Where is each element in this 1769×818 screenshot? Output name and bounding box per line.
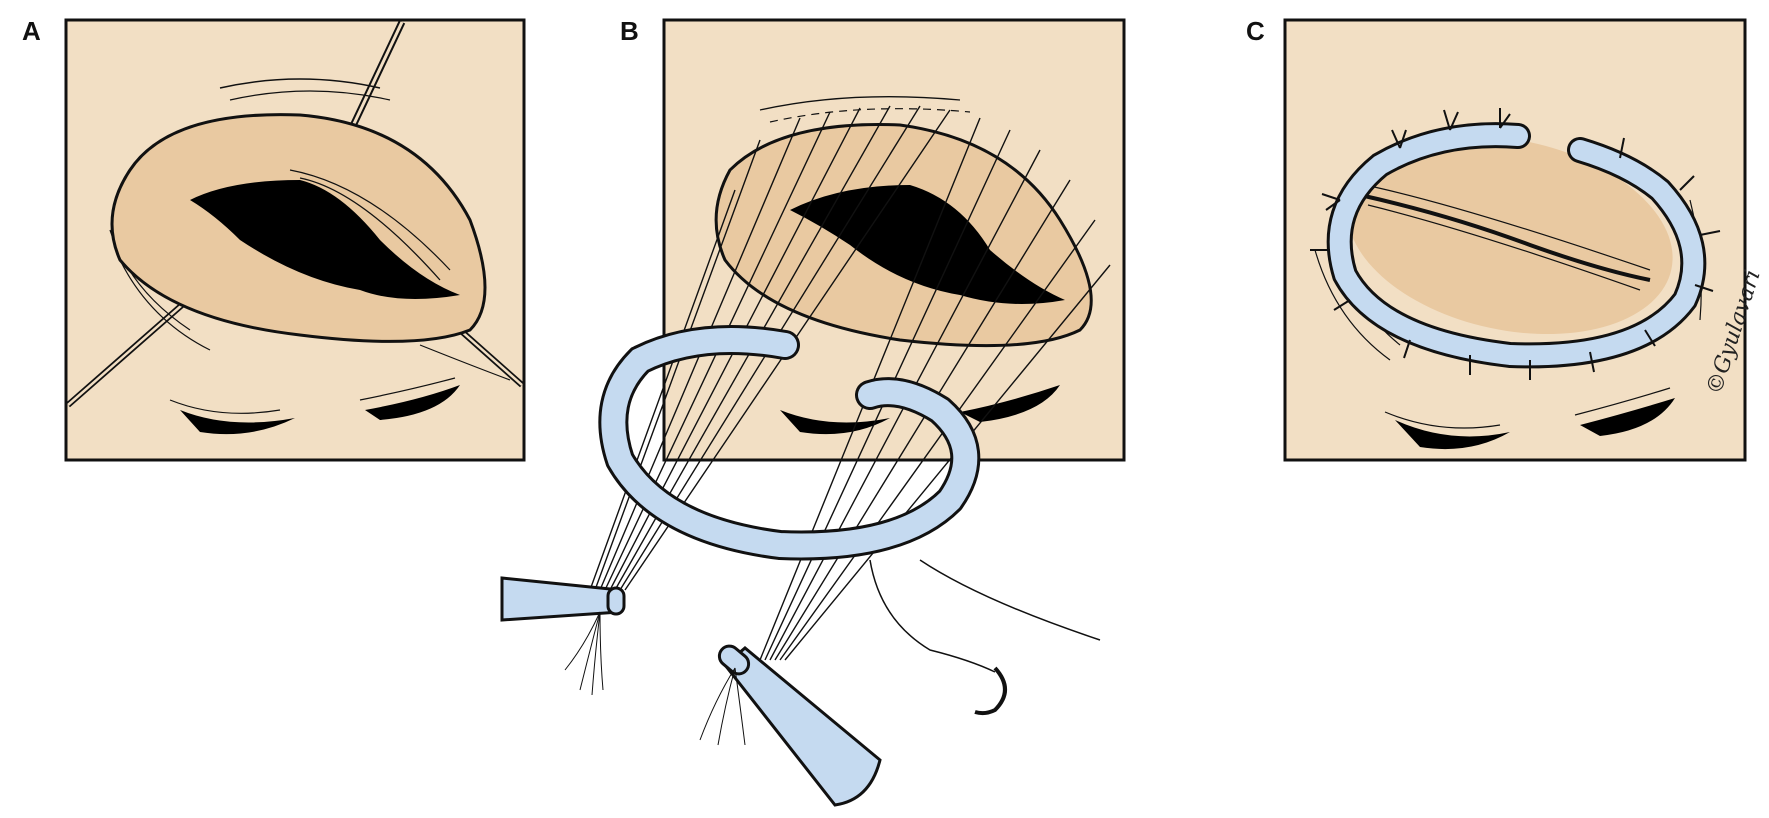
slit-c-left [1395,420,1510,450]
ring-holder-left [500,576,626,696]
suture-knots [1310,108,1721,380]
panel-a [64,18,526,462]
slit-a-left [180,410,295,435]
curved-needle [974,666,1007,716]
panel-label-b: B [620,16,639,46]
panel-c [1283,18,1747,462]
coapted-leaflets-c [1359,193,1651,282]
panel-label-a: A [22,16,41,46]
loose-suture [869,559,996,673]
valve-tissue-c [1347,135,1673,335]
slit-a-right [365,385,460,420]
slit-c-right [1580,398,1675,436]
panel-label-c: C [1246,16,1265,46]
valve-opening-b [790,185,1065,304]
slit-b-left [780,410,890,435]
valve-opening-a [190,180,460,299]
slit-b-right [960,385,1060,422]
panel-b [500,18,1126,807]
ring-holder-right [699,644,882,807]
